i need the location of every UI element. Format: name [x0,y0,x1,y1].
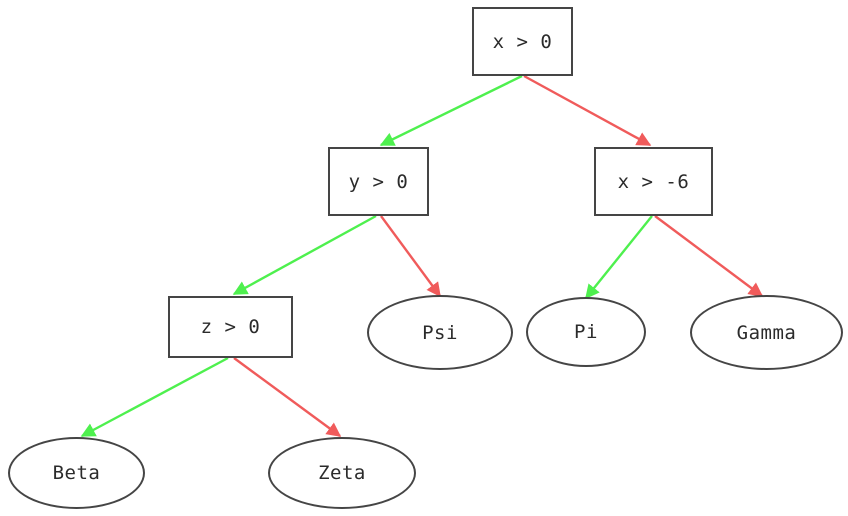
node-label-root: x > 0 [492,30,553,53]
edge-root-to-xm6-false [523,74,652,147]
node-zeta[interactable]: Zeta [268,437,416,509]
node-pi[interactable]: Pi [526,297,646,367]
node-z0[interactable]: z > 0 [168,296,293,358]
edge-z0-to-beta-true [80,356,229,438]
edge-xm6-to-pi-true [585,215,653,300]
edge-y0-to-psi-false [380,215,441,298]
node-label-psi: Psi [422,321,458,344]
node-label-gamma: Gamma [736,321,797,344]
node-label-beta: Beta [52,462,101,484]
node-psi[interactable]: Psi [367,295,513,370]
node-xm6[interactable]: x > -6 [594,147,713,216]
node-label-pi: Pi [574,321,598,343]
node-y0[interactable]: y > 0 [328,147,429,216]
node-root[interactable]: x > 0 [472,7,573,76]
edge-xm6-to-gamma-false [654,215,764,297]
node-label-xm6: x > -6 [617,170,690,193]
edge-root-to-y0-true [379,74,523,147]
node-gamma[interactable]: Gamma [690,295,843,370]
edge-y0-to-z0-true [232,214,377,296]
node-label-zeta: Zeta [318,462,366,484]
node-label-y0: y > 0 [348,170,409,193]
node-label-z0: z > 0 [200,316,261,338]
node-beta[interactable]: Beta [8,437,145,509]
edge-z0-to-zeta-false [233,357,342,437]
